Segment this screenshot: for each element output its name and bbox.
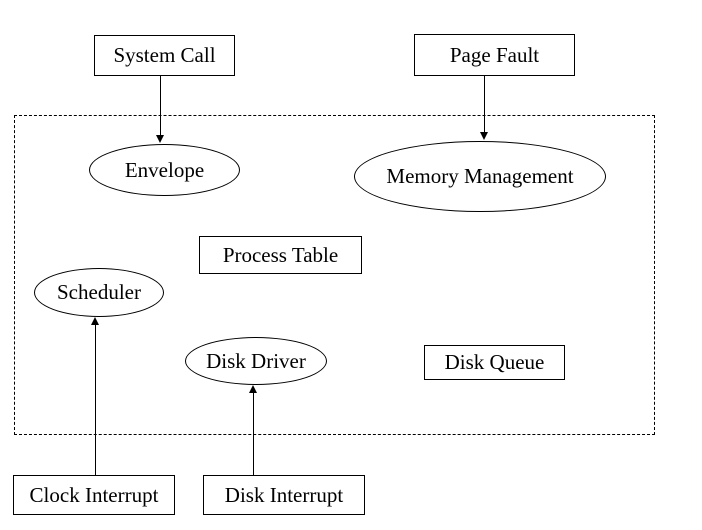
node-system-call-label: System Call (113, 43, 216, 67)
node-scheduler: Scheduler (34, 268, 164, 317)
arrow-disk-interrupt-to-disk-driver-line (253, 392, 254, 475)
node-envelope-label: Envelope (124, 157, 205, 182)
node-process-table: Process Table (199, 236, 362, 274)
kernel-boundary-dashed-box (14, 115, 655, 435)
node-clock-interrupt: Clock Interrupt (13, 475, 175, 515)
node-clock-interrupt-label: Clock Interrupt (29, 482, 159, 507)
node-disk-driver: Disk Driver (185, 337, 327, 385)
node-page-fault: Page Fault (414, 34, 575, 76)
arrow-page-fault-to-memory-management-line (484, 76, 485, 132)
node-disk-queue-label: Disk Queue (444, 350, 545, 374)
node-memory-management: Memory Management (354, 141, 606, 212)
node-system-call: System Call (94, 35, 235, 76)
arrow-system-call-to-envelope-head-icon (156, 135, 164, 143)
arrow-page-fault-to-memory-management-head-icon (480, 132, 488, 140)
node-page-fault-label: Page Fault (449, 42, 540, 67)
arrow-clock-interrupt-to-scheduler-head-icon (91, 317, 99, 325)
node-disk-interrupt-label: Disk Interrupt (224, 482, 344, 507)
node-disk-interrupt: Disk Interrupt (203, 475, 365, 515)
node-envelope: Envelope (89, 144, 240, 196)
node-memory-management-label: Memory Management (386, 164, 574, 188)
node-disk-driver-label: Disk Driver (206, 348, 306, 373)
node-disk-queue: Disk Queue (424, 345, 565, 380)
arrow-clock-interrupt-to-scheduler-line (95, 324, 96, 475)
arrow-disk-interrupt-to-disk-driver-head-icon (249, 385, 257, 393)
node-scheduler-label: Scheduler (57, 280, 141, 304)
arrow-system-call-to-envelope-line (160, 76, 161, 136)
node-process-table-label: Process Table (222, 242, 339, 267)
